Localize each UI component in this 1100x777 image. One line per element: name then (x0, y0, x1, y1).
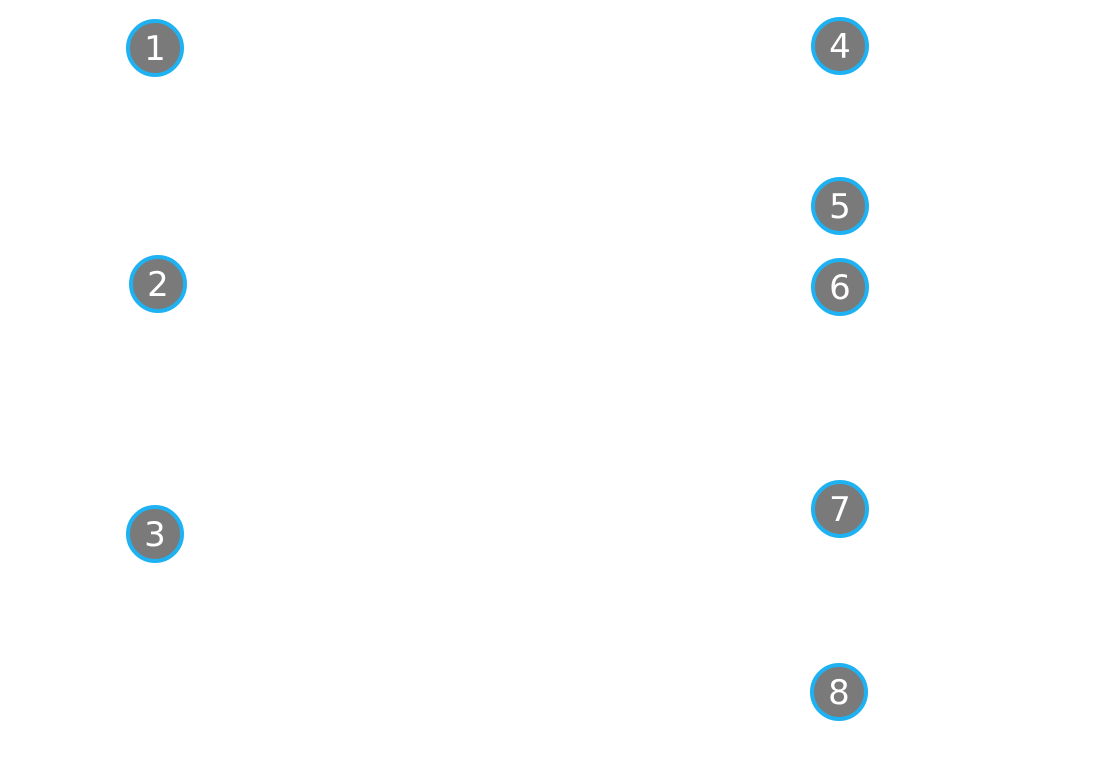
callout-marker-2: 2 (129, 255, 187, 313)
callout-marker-8: 8 (810, 663, 868, 721)
callout-marker-1: 1 (126, 19, 184, 77)
callout-marker-4-label: 4 (829, 27, 851, 67)
callout-marker-7: 7 (811, 480, 869, 538)
callout-marker-6-label: 6 (829, 268, 851, 308)
callout-marker-7-label: 7 (829, 490, 851, 530)
callout-marker-3: 3 (126, 505, 184, 563)
callout-marker-2-label: 2 (147, 265, 169, 305)
callout-marker-1-label: 1 (144, 29, 166, 69)
callout-marker-8-label: 8 (828, 673, 850, 713)
callout-marker-5: 5 (811, 177, 869, 235)
callout-marker-4: 4 (811, 17, 869, 75)
callout-marker-6: 6 (811, 258, 869, 316)
callout-marker-5-label: 5 (829, 187, 851, 227)
callout-marker-3-label: 3 (144, 515, 166, 555)
